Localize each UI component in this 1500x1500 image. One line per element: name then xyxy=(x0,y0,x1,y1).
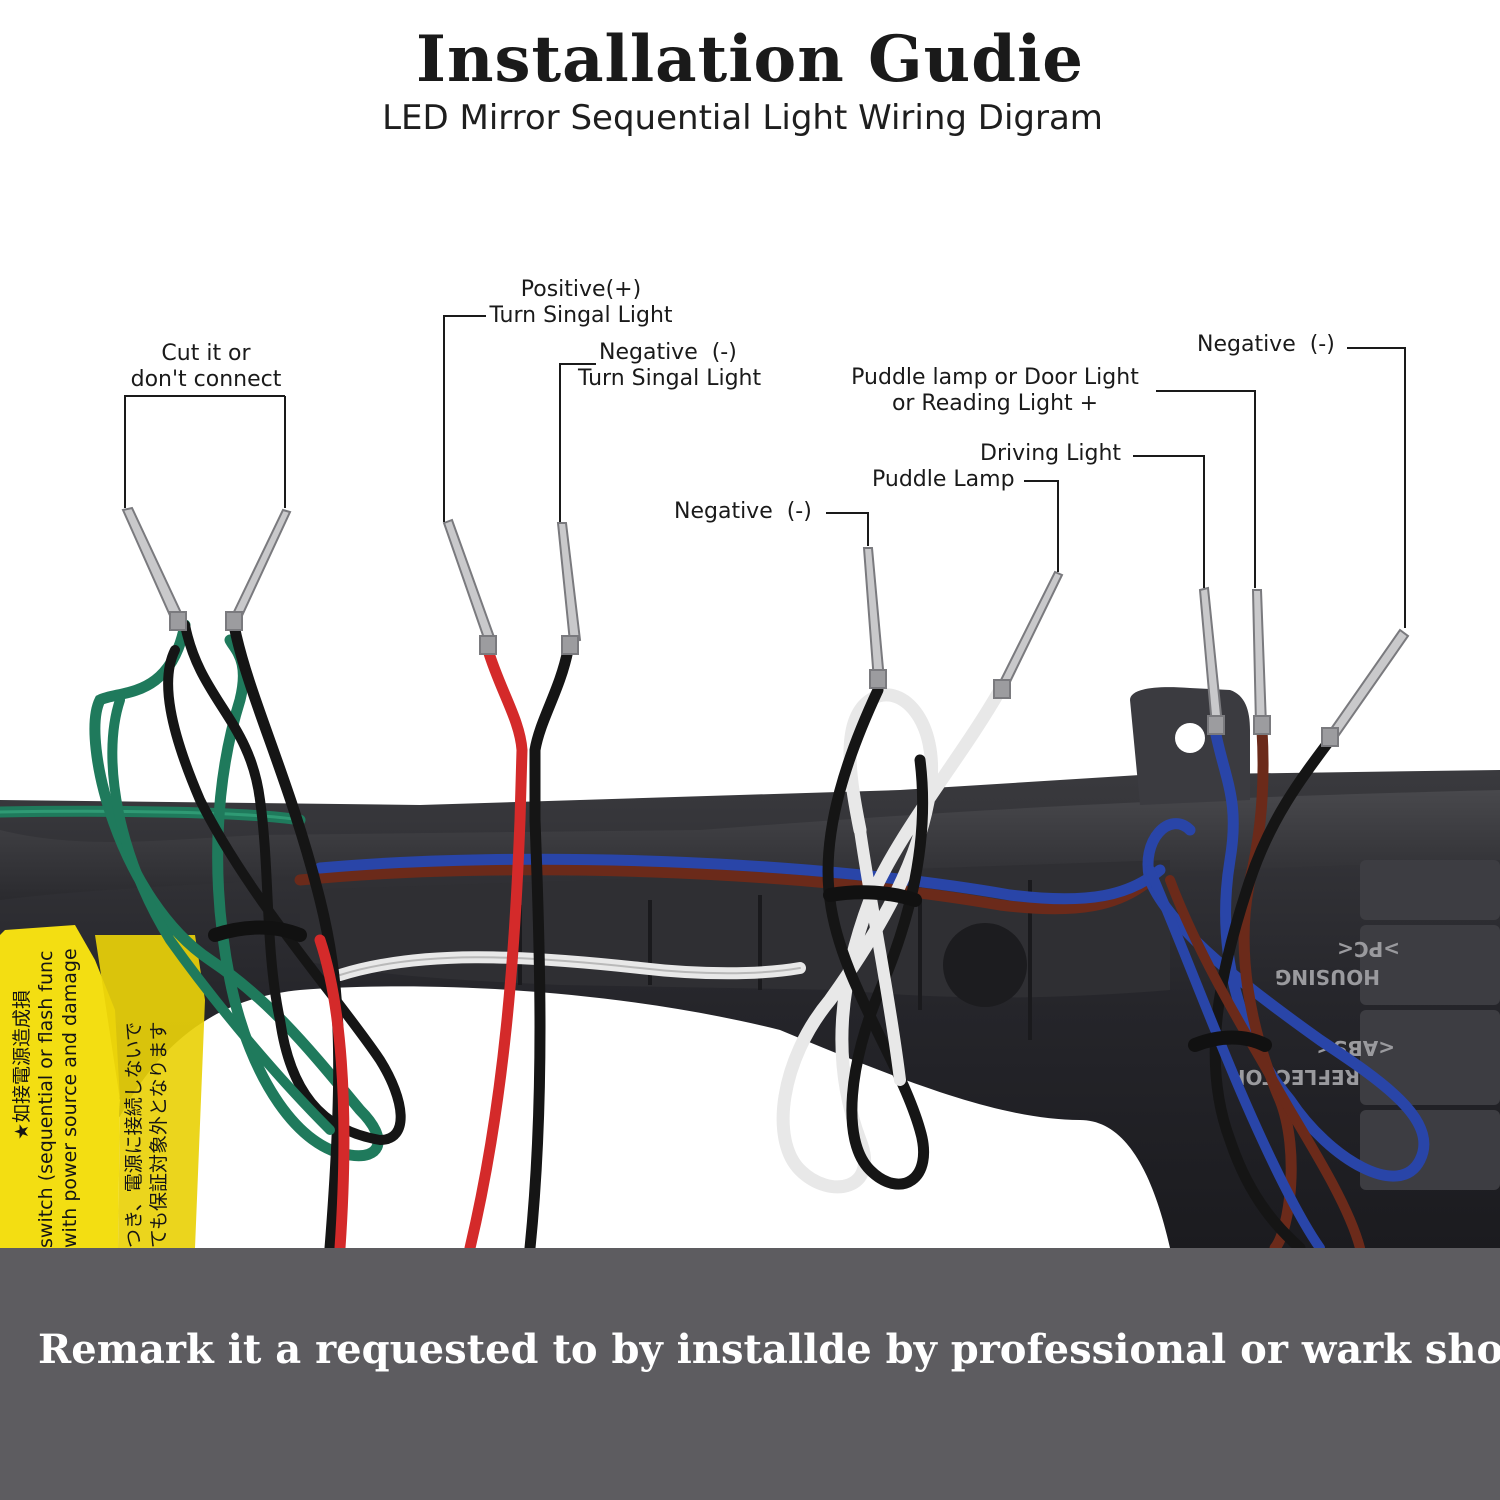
pin-negative-center xyxy=(862,547,887,689)
label-puddle-door-line-1: Puddle lamp or Door Light xyxy=(851,365,1139,390)
label-positive-turn-signal: Positive(+) Turn Singal Light xyxy=(478,277,684,329)
label-negative-right: Negative (-) xyxy=(1197,332,1335,357)
leader-driving-light xyxy=(1133,455,1205,588)
pin-cut-left xyxy=(121,506,187,631)
label-negative-turn-line-1: Negative (-) xyxy=(599,340,737,365)
leader-negative-turn xyxy=(559,363,596,522)
page-title: Installation Gudie xyxy=(416,22,1084,97)
left-wire-bundle xyxy=(89,619,406,1254)
label-positive-line-2: Turn Singal Light xyxy=(489,303,673,328)
center-wire-bundle xyxy=(776,683,1007,1194)
terminal-pins xyxy=(121,506,1410,747)
pin-positive-turn xyxy=(442,518,497,655)
leader-puddle-lamp xyxy=(1024,480,1059,572)
leader-puddle-door-light xyxy=(1156,390,1256,588)
label-negative-turn-line-2: Turn Singal Light xyxy=(578,366,762,391)
pin-cut-right xyxy=(225,508,292,631)
sticker-line-2: switch (sequential or flash func xyxy=(35,950,57,1248)
footer-band xyxy=(0,1248,1500,1500)
right-wire-bundle xyxy=(1142,724,1430,1254)
label-puddle-lamp: Puddle Lamp xyxy=(872,467,1015,492)
sticker-line-5: ても保証対象外となります xyxy=(148,1022,170,1248)
pin-puddle-door-light xyxy=(1251,589,1271,735)
pin-negative-turn xyxy=(556,522,582,655)
turn-signal-wires xyxy=(464,644,574,1254)
leader-positive-turn xyxy=(443,315,486,522)
housing-mark-reflector: REFLECTOR xyxy=(1230,1065,1360,1089)
label-cut-line-1: Cut it or xyxy=(161,341,251,366)
label-driving-light: Driving Light xyxy=(980,441,1122,466)
pin-driving-light xyxy=(1198,586,1225,735)
pin-puddle-lamp xyxy=(993,570,1064,699)
footer-remark: Remark it a requested to by installde by… xyxy=(38,1326,1500,1373)
leader-negative-center xyxy=(826,512,869,546)
sticker-line-1: ★如接電源造成損 xyxy=(11,990,33,1140)
label-negative-center: Negative (-) xyxy=(674,499,812,524)
label-negative-turn-signal: Negative (-) Turn Singal Light xyxy=(578,340,761,392)
label-positive-line-1: Positive(+) xyxy=(520,277,642,302)
page-subtitle: LED Mirror Sequential Light Wiring Digra… xyxy=(382,98,1103,138)
sticker-line-4: つき、電源に接続しないで xyxy=(123,1022,145,1248)
leader-lines xyxy=(124,315,1406,628)
label-puddle-door-reading-light: Puddle lamp or Door Light or Reading Lig… xyxy=(836,365,1154,417)
label-puddle-door-line-2: or Reading Light + xyxy=(891,391,1099,416)
label-cut-or-dont-connect: Cut it or don't connect xyxy=(118,341,294,393)
leader-negative-right xyxy=(1347,347,1406,628)
leader-cut-left xyxy=(124,395,285,508)
housing-mark-housing: HOUSING xyxy=(1275,965,1380,989)
label-cut-line-2: don't connect xyxy=(130,367,282,392)
warning-sticker: ★如接電源造成損 switch (sequential or flash fun… xyxy=(0,925,205,1248)
sticker-line-3: with power source and damage xyxy=(59,948,81,1248)
pin-negative-right xyxy=(1321,628,1410,747)
housing-mark-pc: >PC< xyxy=(1337,937,1400,961)
